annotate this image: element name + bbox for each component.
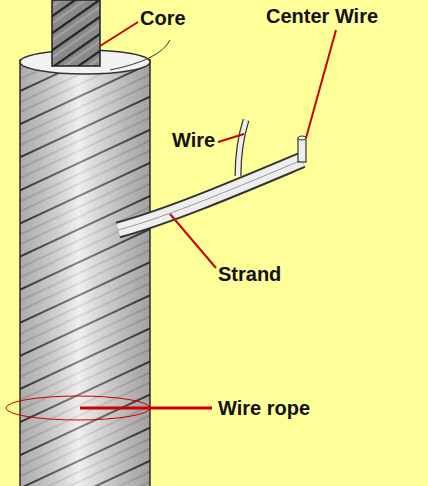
leader-line (306, 30, 336, 138)
leader-line (80, 407, 212, 410)
leader-line (170, 214, 216, 268)
strand-body (118, 160, 302, 230)
part-label: Core (140, 6, 186, 30)
part-label: Center Wire (266, 4, 378, 28)
part-label: Wire (172, 128, 215, 152)
part-label: Wire rope (218, 396, 310, 420)
leader-line (100, 22, 138, 46)
wire-outline (238, 120, 246, 176)
wire-body (238, 120, 246, 176)
highlight-ellipse (6, 396, 150, 420)
strand-end (110, 40, 170, 70)
rope-shade (20, 60, 150, 486)
core-cylinder (52, 0, 100, 66)
strand-outline (118, 160, 302, 230)
part-label: Strand (218, 262, 281, 286)
center-wire (298, 138, 306, 162)
strand-line (118, 160, 302, 230)
leader-line (218, 134, 244, 142)
rope-body (20, 60, 150, 486)
center-wire-end (298, 136, 306, 140)
